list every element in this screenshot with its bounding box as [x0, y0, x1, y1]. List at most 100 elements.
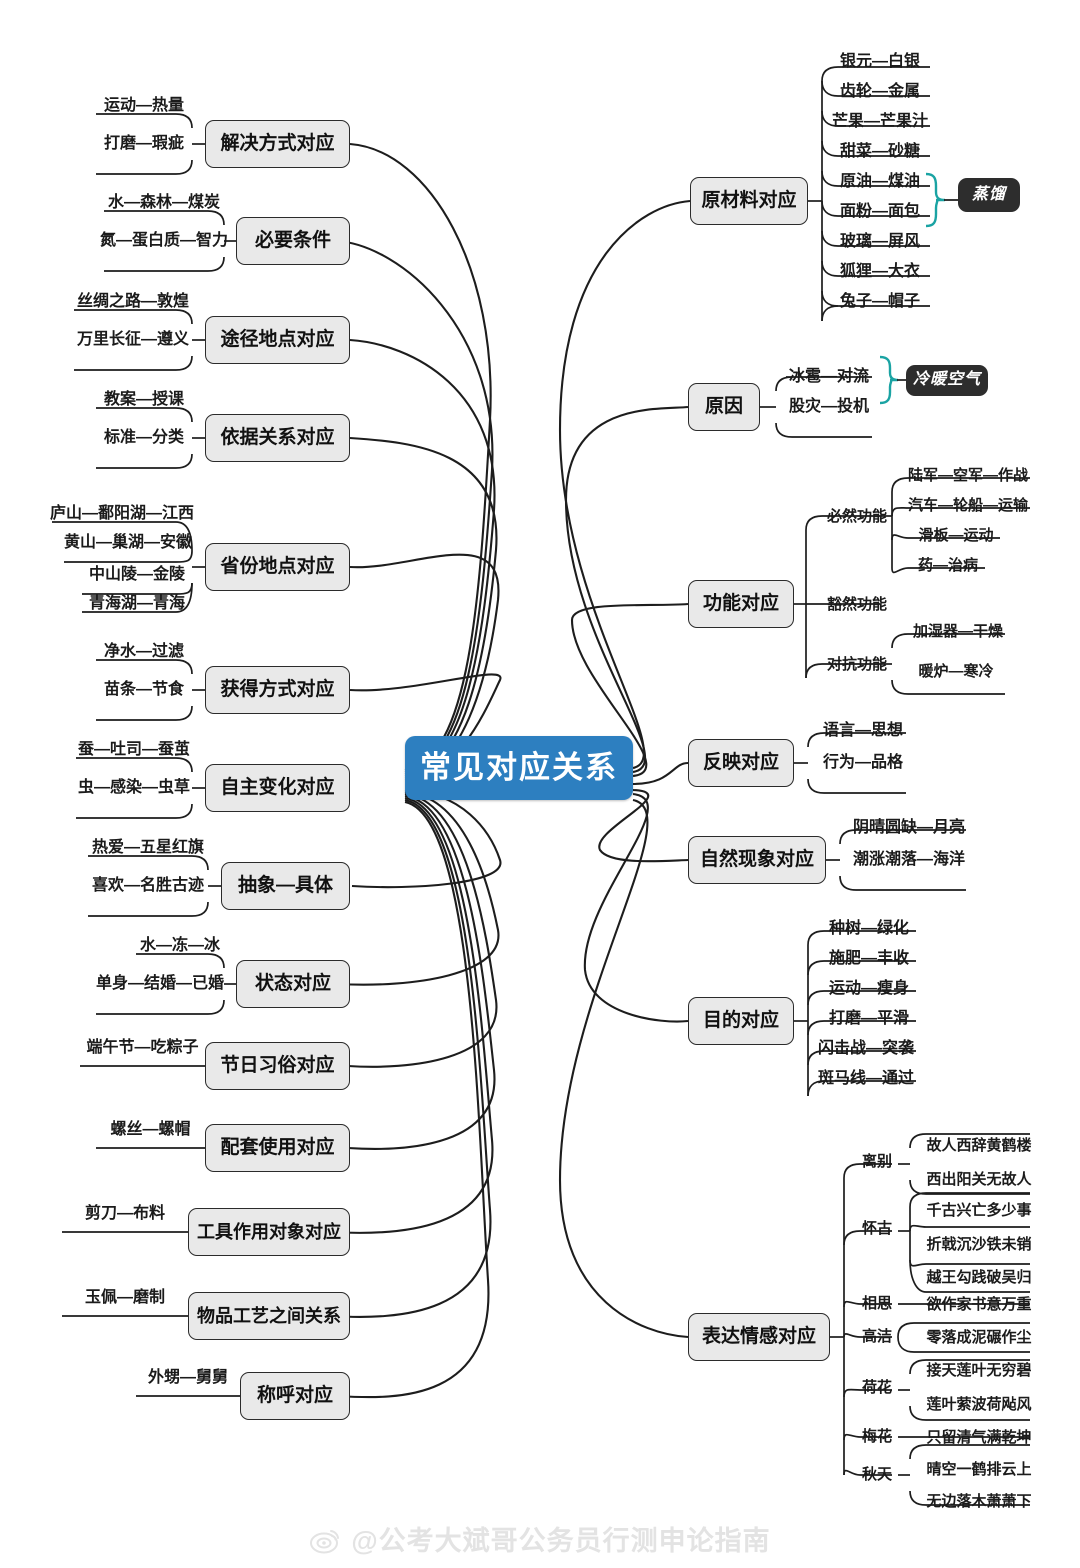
leaf-text: 西出阳关无故人	[926, 1171, 1032, 1189]
topic-jieri-xisu[interactable]: 节日习俗对应	[205, 1042, 350, 1090]
leaf-text: 教案—授课	[103, 390, 184, 408]
leaf-text: 虫—感染—虫草	[77, 778, 190, 796]
leaf-text: 欲作家书意万重	[926, 1296, 1032, 1314]
leaf-text: 净水—过滤	[103, 642, 184, 660]
leaf-text: 陆军—空军—作战	[907, 467, 1028, 485]
topic-fanying[interactable]: 反映对应	[688, 739, 794, 787]
leaf-text: 汽车—轮船—运输	[907, 497, 1028, 515]
topic-zizhu-bianhua[interactable]: 自主变化对应	[205, 764, 350, 812]
leaf-text: 喜欢—名胜古迹	[91, 876, 204, 894]
leaf-text: 标准—分类	[103, 428, 184, 446]
leaf-text: 苗条—节食	[103, 680, 184, 698]
leaf-text: 施肥—丰收	[828, 949, 909, 967]
leaf-text: 加湿器—干燥	[912, 623, 1003, 641]
leaf-text: 剪刀—布料	[84, 1204, 165, 1222]
leaf-text: 只留清气满乾坤	[926, 1429, 1032, 1447]
leaf-text: 千古兴亡多少事	[926, 1202, 1032, 1220]
leaf-text: 无边落木萧萧下	[926, 1493, 1032, 1511]
leaf-text: 齿轮—金属	[839, 82, 920, 100]
leaf-text: 外甥—舅舅	[147, 1368, 228, 1386]
root-node[interactable]: 常见对应关系	[405, 736, 633, 800]
topic-shengfen-didian[interactable]: 省份地点对应	[205, 543, 350, 591]
group-label-libie: 离别	[861, 1153, 892, 1171]
topic-zhuangtai[interactable]: 状态对应	[236, 960, 350, 1008]
topic-mudi[interactable]: 目的对应	[688, 997, 794, 1045]
topic-gongneng[interactable]: 功能对应	[688, 580, 794, 628]
leaf-text: 打磨—平滑	[828, 1009, 909, 1027]
badge-zhengliu[interactable]: 蒸馏	[958, 178, 1020, 212]
leaf-text: 庐山—鄱阳湖—江西	[50, 504, 195, 522]
topic-jiejue-fangshi[interactable]: 解决方式对应	[205, 120, 350, 168]
leaf-text: 阴晴圆缺—月亮	[852, 818, 965, 836]
leaf-text: 潮涨潮落—海洋	[852, 850, 965, 868]
leaf-text: 运动—热量	[103, 96, 184, 114]
group-label-biran: 必然功能	[826, 508, 887, 526]
leaf-text: 故人西辞黄鹤楼	[926, 1137, 1032, 1155]
leaf-text: 斑马线—通过	[817, 1069, 914, 1087]
leaf-text: 中山陵—金陵	[88, 565, 185, 583]
topic-gongju-zuoyong[interactable]: 工具作用对象对应	[188, 1208, 350, 1256]
group-label-gaojie: 高洁	[861, 1328, 892, 1346]
leaf-text: 蚕—吐司—蚕茧	[77, 740, 190, 758]
topic-biyao-tiaojian[interactable]: 必要条件	[236, 217, 350, 265]
topic-biaoda-qinggan[interactable]: 表达情感对应	[688, 1313, 830, 1361]
topic-yuanyin[interactable]: 原因	[688, 383, 760, 431]
leaf-text: 暖炉—寒冷	[918, 663, 994, 681]
leaf-text: 甜菜—砂糖	[839, 142, 920, 160]
topic-peitao-shiyong[interactable]: 配套使用对应	[205, 1124, 350, 1172]
leaf-text: 晴空一鹤排云上	[926, 1461, 1032, 1479]
topic-tujing-didian[interactable]: 途径地点对应	[205, 316, 350, 364]
leaf-text: 水—森林—煤炭	[107, 193, 220, 211]
leaf-text: 青海湖—青海	[88, 594, 185, 612]
topic-ziran-xianxiang[interactable]: 自然现象对应	[688, 836, 826, 884]
topic-chenghu[interactable]: 称呼对应	[240, 1372, 350, 1420]
leaf-text: 原油—煤油	[839, 172, 920, 190]
group-label-meihua: 梅花	[861, 1428, 892, 1446]
group-label-qiutian: 秋天	[861, 1466, 892, 1484]
group-label-duikang: 对抗功能	[826, 656, 887, 674]
group-label-huaigu: 怀古	[861, 1220, 892, 1238]
leaf-text: 打磨—瑕疵	[103, 134, 184, 152]
leaf-text: 氮—蛋白质—智力	[100, 231, 229, 249]
watermark-text: @公考大斌哥公务员行测申论指南	[351, 1526, 771, 1556]
leaf-text: 玉佩—磨制	[84, 1288, 165, 1306]
topic-wupin-gongyi[interactable]: 物品工艺之间关系	[188, 1292, 350, 1340]
leaf-text: 热爱—五星红旗	[91, 838, 204, 856]
badge-lengnuan-kongqi[interactable]: 冷暖空气	[906, 365, 988, 396]
leaf-text: 越王勾践破吴归	[926, 1269, 1032, 1287]
leaf-text: 零落成泥碾作尘	[926, 1329, 1032, 1347]
leaf-text: 闪击战—突袭	[817, 1039, 914, 1057]
leaf-text: 兔子—帽子	[839, 292, 920, 310]
topic-yiju-guanxi[interactable]: 依据关系对应	[205, 414, 350, 462]
topic-huode-fangshi[interactable]: 获得方式对应	[205, 666, 350, 714]
group-label-hehua: 荷花	[861, 1379, 892, 1397]
topic-chouxiang-juti[interactable]: 抽象—具体	[221, 862, 350, 910]
leaf-text: 运动—瘦身	[828, 979, 909, 997]
leaf-text: 万里长征—遵义	[76, 330, 189, 348]
leaf-text: 种树—绿化	[828, 919, 909, 937]
leaf-text: 冰雹—对流	[788, 367, 869, 385]
topic-yuancailiao[interactable]: 原材料对应	[690, 177, 808, 225]
leaf-text: 语言—思想	[822, 721, 903, 739]
group-label-xiangsi: 相思	[861, 1295, 892, 1313]
leaf-text: 端午节—吃粽子	[86, 1038, 199, 1056]
leaf-text: 丝绸之路—敦煌	[76, 292, 189, 310]
leaf-text: 单身—结婚—已婚	[96, 974, 225, 992]
leaf-text: 面粉—面包	[839, 202, 920, 220]
weibo-eye-icon	[309, 1524, 343, 1554]
leaf-text: 股灾—投机	[788, 397, 869, 415]
leaf-text: 银元—白银	[839, 52, 920, 70]
leaf-text: 接天莲叶无穷碧	[926, 1362, 1032, 1380]
leaf-text: 水—冻—冰	[139, 936, 220, 954]
leaf-text: 螺丝—螺帽	[110, 1120, 191, 1138]
group-label-huoran: 豁然功能	[826, 596, 887, 614]
leaf-text: 狐狸—大衣	[839, 262, 920, 280]
leaf-text: 行为—品格	[822, 753, 903, 771]
leaf-text: 玻璃—屏风	[839, 232, 920, 250]
watermark: @公考大斌哥公务员行测申论指南	[0, 1519, 1080, 1558]
leaf-text: 黄山—巢湖—安徽	[64, 533, 193, 551]
leaf-text: 滑板—运动	[918, 527, 994, 545]
leaf-text: 芒果—芒果汁	[831, 112, 928, 130]
leaf-text: 莲叶萦波荷飐风	[926, 1396, 1032, 1414]
